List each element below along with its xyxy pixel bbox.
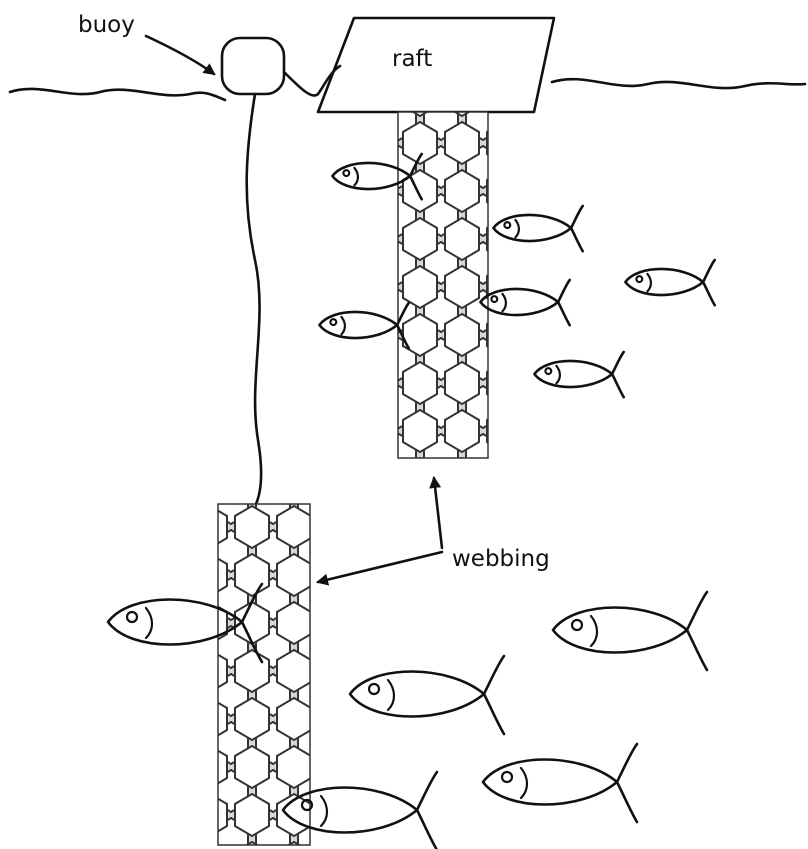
fish-gill — [515, 220, 518, 237]
fish-5 — [319, 303, 408, 348]
buoy — [222, 38, 284, 94]
fish-gill — [146, 608, 152, 638]
fish-8 — [553, 592, 707, 670]
fish-gill — [647, 274, 650, 291]
fish-9 — [350, 656, 504, 734]
fish-2 — [493, 206, 582, 251]
fish-6 — [534, 352, 623, 397]
fish-4 — [480, 280, 569, 325]
fish-eye — [330, 319, 336, 325]
fish-3 — [625, 260, 714, 305]
webbing-pointer-arrow-upper — [434, 478, 442, 548]
water-surface-right — [552, 79, 805, 88]
fish-gill — [354, 168, 357, 185]
fish-eye — [636, 276, 642, 282]
webbing-panel-upper — [398, 112, 488, 458]
fish-eye — [504, 222, 510, 228]
fish-eye — [369, 684, 379, 694]
fish-gill — [591, 616, 597, 646]
fish-gill — [502, 294, 505, 311]
fish-gill — [341, 317, 344, 334]
fish-eye — [343, 170, 349, 176]
buoy-anchor-rope — [247, 94, 262, 504]
fish-gill — [388, 680, 394, 710]
fish-eye — [491, 296, 497, 302]
buoy-pointer-arrow — [146, 36, 214, 74]
buoy-label: buoy — [78, 12, 135, 38]
buoy-tether-line — [284, 66, 340, 96]
raft — [318, 18, 554, 112]
fish-eye — [502, 772, 512, 782]
fish-eye — [545, 368, 551, 374]
webbing-pointer-arrow-lower — [318, 552, 442, 582]
fish-gill — [321, 796, 327, 826]
fish-gill — [556, 366, 559, 383]
webbing-panel-lower — [218, 504, 310, 845]
fish-gill — [521, 768, 527, 798]
webbing-label: webbing — [452, 546, 550, 572]
water-surface-left — [10, 89, 225, 100]
raft-label: raft — [392, 46, 432, 72]
fish-eye — [572, 620, 582, 630]
fish-10 — [483, 744, 637, 822]
fish-eye — [127, 612, 137, 622]
